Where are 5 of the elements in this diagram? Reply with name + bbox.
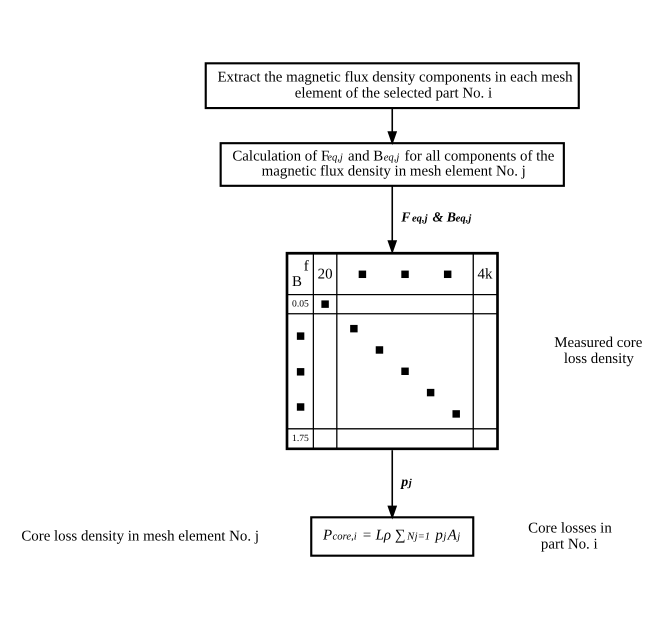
edge-label: Feq,j & Beq,j [401,209,472,224]
node-label: Core losses in part No. i [528,520,612,552]
edge-label: pj [401,474,412,489]
label: Core loss density in mesh element No. j [21,528,260,544]
node-label: Measured core loss density [554,334,642,367]
